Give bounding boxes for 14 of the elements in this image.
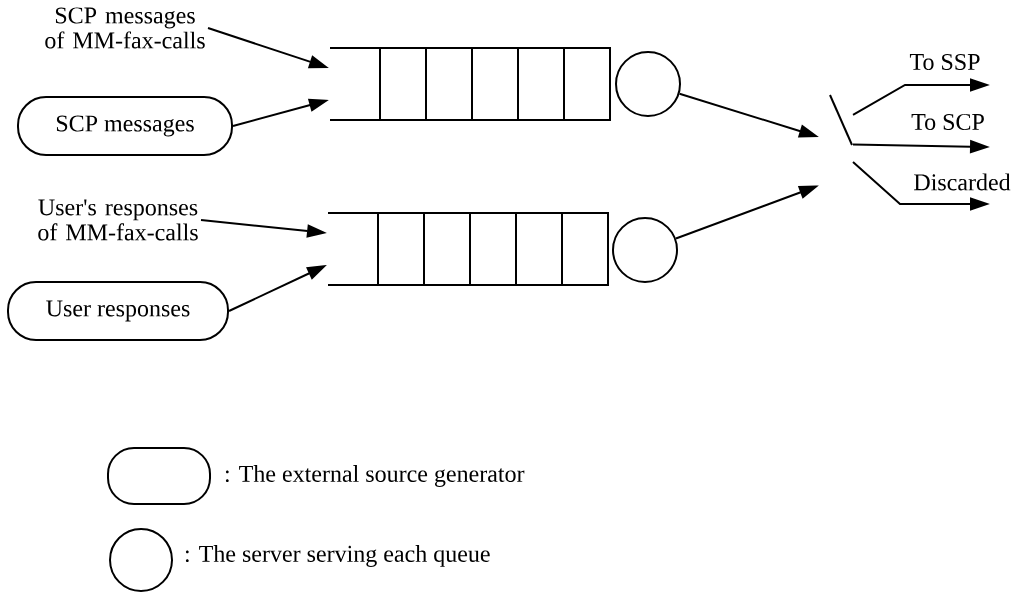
edge-label: To SSP xyxy=(909,53,980,71)
switch xyxy=(829,94,853,146)
queue xyxy=(329,47,611,121)
edge-label: To SCP xyxy=(911,113,984,131)
queue xyxy=(327,212,609,286)
legend-entry: : The server serving each queue xyxy=(109,528,490,592)
source-box: SCP messages xyxy=(17,96,233,156)
legend-entry: : The external source generator xyxy=(107,447,525,505)
server-circle xyxy=(615,51,681,117)
server-circle xyxy=(612,217,678,283)
edge-label: Discarded xyxy=(914,173,1011,191)
source-box: User responses xyxy=(7,281,229,341)
source-label: User's responses of MM-fax-calls xyxy=(38,199,198,241)
source-label: SCP messages of MM-fax-calls xyxy=(45,7,205,49)
